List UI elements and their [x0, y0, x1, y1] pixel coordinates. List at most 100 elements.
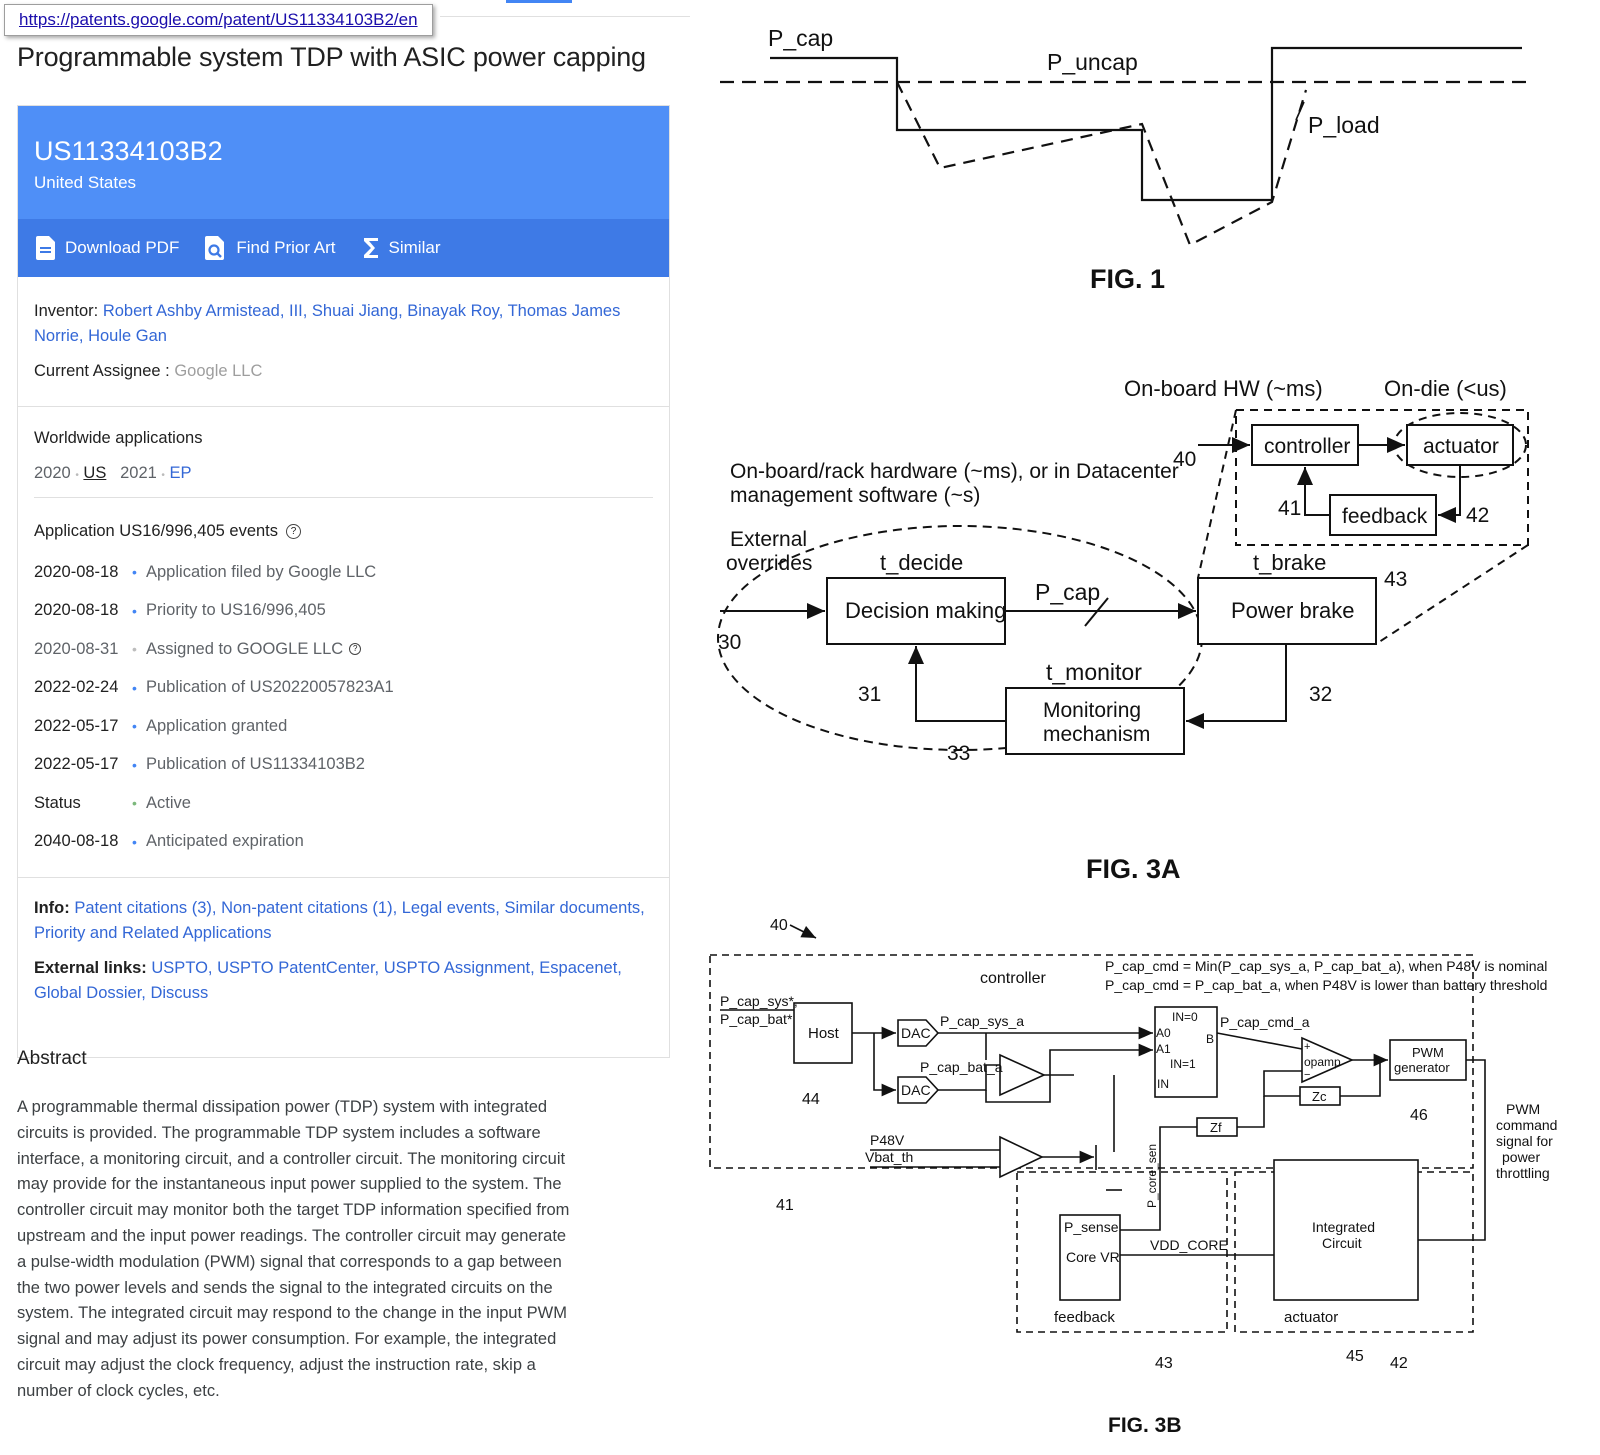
fig3b-zc: Zc [1312, 1089, 1327, 1104]
controller-box [1251, 424, 1359, 466]
find-prior-art-button[interactable]: Find Prior Art [205, 236, 336, 260]
dot-separator: • [75, 470, 79, 481]
feedback-box [1329, 494, 1437, 536]
fig1-caption: FIG. 1 [1090, 264, 1165, 294]
help-icon[interactable]: ? [349, 643, 362, 656]
bus-slash [1084, 597, 1109, 627]
app-link-ep[interactable]: EP [169, 464, 192, 482]
info-links[interactable]: Patent citations (3), Non-patent citatio… [34, 899, 645, 942]
fig3b-note-4: throttling [1496, 1165, 1550, 1181]
fig3a-caption: FIG. 3A [1086, 854, 1181, 884]
fig3b-note-0: PWM [1506, 1101, 1540, 1117]
fig3b-in0: IN=0 [1172, 1010, 1198, 1024]
fig1-p-cap: P_cap [768, 25, 833, 51]
fig3b-in-bat: P_cap_bat* [720, 1011, 793, 1027]
event-date: 2020-08-18 [34, 562, 119, 581]
host-box [793, 1002, 853, 1064]
onboard-box-40 [1235, 409, 1529, 546]
event-row: 2020-08-18•Application filed by Google L… [34, 553, 653, 592]
ref-42: 42 [1466, 504, 1489, 527]
year-2021: 2021 [120, 464, 157, 482]
event-desc: Application filed by Google LLC [146, 562, 377, 581]
divider [34, 497, 653, 498]
wire [1418, 1059, 1486, 1241]
monitor-box [1005, 687, 1185, 755]
patent-metadata: Inventor: Robert Ashby Armistead, III, S… [18, 277, 669, 384]
fig3b-in-sys: P_cap_sys*, [720, 993, 798, 1009]
wire [1340, 1060, 1381, 1097]
arrow [1297, 467, 1330, 516]
fig3b-p48v: P48V [870, 1132, 905, 1148]
abstract-text: A programmable thermal dissipation power… [17, 1098, 570, 1400]
bullet-icon: • [132, 756, 137, 773]
fig3b-cmd-a: P_cap_cmd_a [1220, 1014, 1310, 1030]
app-link-us[interactable]: US [83, 464, 107, 482]
external-links[interactable]: USPTO, USPTO PatentCenter, USPTO Assignm… [34, 959, 622, 1002]
opamp [1301, 1036, 1354, 1084]
fig3a-mon-line2: mechanism [1043, 723, 1150, 746]
fig3b-ic2: Circuit [1322, 1235, 1362, 1251]
fig3b-eq1: P_cap_cmd = Min(P_cap_sys_a, P_cap_bat_a… [1105, 958, 1547, 974]
fig3a-onboard-hw: On-board HW (~ms) [1124, 376, 1323, 401]
event-row: 2020-08-18•Priority to US16/996,405 [34, 592, 653, 631]
fig3b-ref-46: 46 [1410, 1107, 1428, 1124]
assignee-value: Google LLC [174, 362, 263, 380]
external-links-row: External links: USPTO, USPTO PatentCente… [34, 956, 653, 1006]
active-tab-indicator [506, 0, 572, 3]
fig3a-rack-line2: management software (~s) [730, 484, 980, 507]
core-vr-box [1059, 1214, 1121, 1301]
download-pdf-button[interactable]: Download PDF [36, 236, 179, 260]
fig3a-brake: Power brake [1231, 598, 1355, 623]
fig3b-note-2: signal for [1496, 1133, 1553, 1149]
fig3b-zf: Zf [1210, 1120, 1222, 1135]
dac-2 [897, 1076, 940, 1104]
bullet-icon: • [132, 833, 137, 850]
fig3b-ref-42: 42 [1390, 1355, 1408, 1372]
arrow [1186, 644, 1287, 729]
status-dot-icon: • [132, 795, 137, 812]
wire [1216, 1032, 1303, 1050]
fig3a-decision: Decision making [845, 598, 1006, 623]
comparator-1 [999, 1053, 1046, 1097]
event-date: 2040-08-18 [34, 832, 119, 851]
fig3b-feedback: feedback [1054, 1309, 1115, 1326]
controller-region-41 [709, 954, 1474, 1169]
wire [985, 1043, 1153, 1103]
decision-box [826, 577, 1006, 645]
fig3b-note-3: power [1502, 1149, 1540, 1165]
wire [938, 1064, 1000, 1091]
figure-3b [709, 924, 1486, 1333]
fig3a-ext-line1: External [730, 528, 807, 551]
dac-1 [897, 1019, 940, 1047]
ref-33: 33 [947, 742, 970, 765]
fig3a-actuator: actuator [1423, 435, 1499, 458]
dot-separator: • [161, 470, 165, 481]
fig3b-ref-41: 41 [776, 1197, 794, 1214]
p-cap-trace [770, 46, 1522, 202]
info-row: Info: Patent citations (3), Non-patent c… [34, 896, 653, 946]
event-row: 2022-02-24•Publication of US20220057823A… [34, 669, 653, 708]
address-bar[interactable]: https://patents.google.com/patent/US1133… [4, 4, 433, 36]
similar-button[interactable]: Similar [362, 237, 441, 259]
mux-box [1154, 1006, 1218, 1098]
fig3b-actuator: actuator [1284, 1309, 1338, 1326]
fig1-p-uncap: P_uncap [1047, 49, 1138, 75]
divider [18, 877, 669, 878]
fig3b-p-core-sen: P_core_sen [1145, 1144, 1159, 1208]
fig3b-ref-40: 40 [770, 917, 788, 934]
feedback-region-43 [1016, 1171, 1228, 1333]
fig3b-controller: controller [980, 970, 1046, 987]
ref-41: 41 [1278, 497, 1301, 520]
ref-32: 32 [1309, 683, 1332, 706]
help-icon[interactable]: ? [286, 524, 302, 539]
event-date: 2020-08-31 [34, 639, 119, 658]
leader-line [1295, 101, 1305, 121]
wire [1263, 1070, 1302, 1097]
similar-label: Similar [388, 238, 441, 257]
inventor-links[interactable]: Robert Ashby Armistead, III, Shuai Jiang… [34, 302, 621, 345]
url-link[interactable]: https://patents.google.com/patent/US1133… [19, 10, 418, 29]
ref-30: 30 [718, 631, 741, 654]
fig3b-p-sense: P_sense [1064, 1219, 1119, 1235]
brake-box [1197, 577, 1377, 645]
fig3b-dac-2: DAC [901, 1082, 931, 1098]
